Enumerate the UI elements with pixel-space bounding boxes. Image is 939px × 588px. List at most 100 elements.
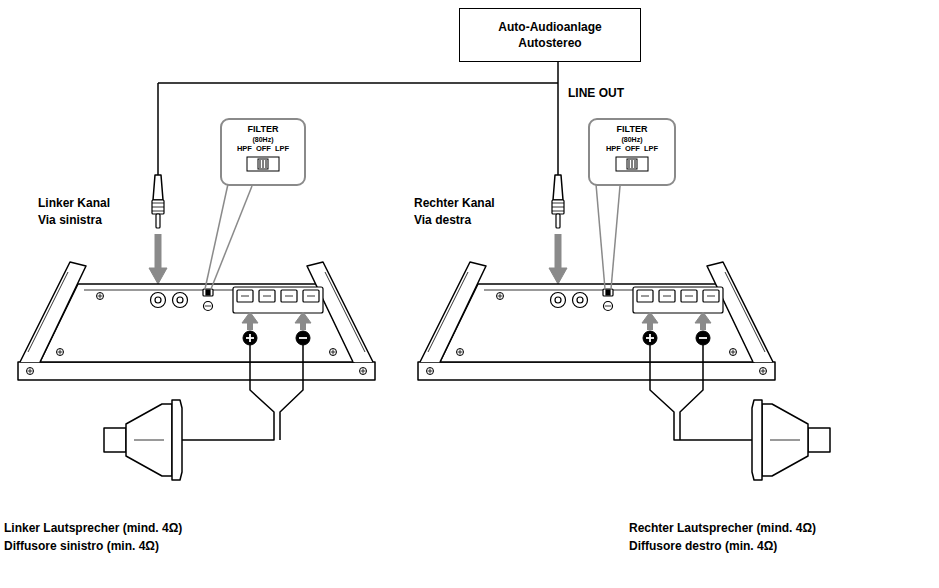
channel-label: Linker Kanal: [38, 196, 110, 210]
ground-screw: [205, 306, 211, 307]
filter-title: FILTER: [617, 124, 648, 135]
screw: [733, 350, 734, 355]
switch-slider: [258, 159, 268, 169]
screw: [430, 369, 431, 374]
switch-grip: [266, 160, 267, 168]
inset-pointer: [611, 186, 620, 289]
speaker-label: Diffusore destro (min. 4Ω): [629, 539, 777, 553]
switch-position: HPF: [606, 144, 621, 154]
terminal: [281, 290, 297, 302]
screw: [30, 369, 31, 374]
speaker-label: Rechter Lautsprecher (mind. 4Ω): [629, 521, 816, 535]
filter-switch: [615, 156, 649, 172]
filter-switch: [206, 290, 210, 295]
channel-label: Via sinistra: [38, 213, 102, 227]
inset-pointer: [596, 184, 605, 289]
terminal: [707, 296, 715, 297]
ground-screw: [604, 302, 613, 311]
rca-jack: [577, 297, 583, 303]
terminal: [259, 290, 275, 302]
minus-symbol: [696, 331, 710, 345]
rca-jack: [551, 293, 566, 308]
rca-jack: [177, 297, 183, 303]
speaker-terminal-block: [233, 287, 323, 313]
screw: [57, 349, 64, 356]
amplifier-flange: [20, 262, 86, 362]
filter-inset: FILTER(80Hz)HPFOFFLPF: [588, 118, 676, 186]
line-out-cable: [557, 62, 559, 175]
terminal: [241, 296, 249, 297]
filter-title: FILTER: [248, 124, 279, 135]
rca-pin: [156, 214, 160, 228]
amplifier-body: [40, 284, 354, 362]
amplifier-flange: [428, 272, 468, 352]
rca-plug: [552, 203, 564, 204]
rca-plug: [552, 211, 564, 212]
filter-frequency: (80Hz): [621, 135, 642, 144]
filter-switch: [603, 289, 613, 296]
speaker-rim: [752, 400, 762, 480]
speaker-wire: [680, 345, 703, 440]
rca-plug: [153, 175, 163, 200]
rca-jack: [573, 293, 588, 308]
filter-inset: FILTER(80Hz)HPFOFFLPF: [220, 118, 306, 186]
rca-plug: [152, 203, 164, 204]
connect-arrow: [295, 312, 311, 323]
switch-position: LPF: [644, 144, 658, 154]
amplifier-flange: [725, 272, 765, 352]
node-text: Autostereo: [518, 35, 581, 51]
connect-arrow: [695, 312, 711, 323]
node-text: Auto-Audioanlage: [498, 19, 601, 35]
connect-arrow: [242, 312, 258, 323]
switch-position: LPF: [275, 144, 289, 154]
filter-switch: [606, 290, 610, 295]
switch-grip: [260, 160, 261, 168]
rca-plug: [152, 211, 164, 212]
rca-pin: [556, 214, 560, 228]
ground-screw: [204, 302, 213, 311]
rca-jack: [155, 297, 161, 303]
terminal: [237, 290, 253, 302]
speaker-basket: [770, 440, 800, 441]
rca-plug: [552, 207, 564, 208]
minus-symbol: [296, 331, 310, 345]
terminal: [703, 290, 719, 302]
speaker-label: Diffusore sinistro (min. 4Ω): [4, 539, 159, 553]
terminal: [685, 296, 693, 297]
screw: [760, 368, 767, 375]
filter-frequency: (80Hz): [252, 135, 273, 144]
switch-grip: [263, 160, 264, 168]
connect-arrow: [642, 312, 658, 323]
speaker-wire: [280, 345, 303, 440]
insert-arrow: [149, 268, 167, 284]
insert-arrow: [555, 234, 562, 270]
terminal: [285, 296, 293, 297]
screw: [457, 349, 464, 356]
switch-positions: HPFOFFLPF: [606, 144, 658, 154]
rca-jack: [173, 293, 188, 308]
line-out-cable: [158, 82, 558, 84]
speaker-magnet: [808, 428, 830, 452]
screw: [500, 294, 501, 299]
rca-jack: [151, 293, 166, 308]
terminal: [303, 290, 319, 302]
switch-positions: HPFOFFLPF: [237, 144, 289, 154]
filter-switch: [246, 156, 280, 172]
terminal: [681, 290, 697, 302]
terminal: [263, 296, 271, 297]
speaker-label: Linker Lautsprecher (mind. 4Ω): [4, 521, 182, 535]
screw: [100, 294, 101, 299]
amplifier-flange: [325, 272, 365, 352]
switch-grip: [632, 160, 633, 168]
polarity-sign: [649, 334, 651, 342]
speaker-terminal-block: [633, 287, 723, 313]
filter-switch: [203, 289, 213, 296]
amplifier-body: [440, 284, 754, 362]
screw: [363, 369, 364, 374]
screw: [763, 369, 764, 374]
plus-symbol: [643, 331, 657, 345]
rca-plug: [152, 207, 164, 208]
terminal: [307, 296, 315, 297]
